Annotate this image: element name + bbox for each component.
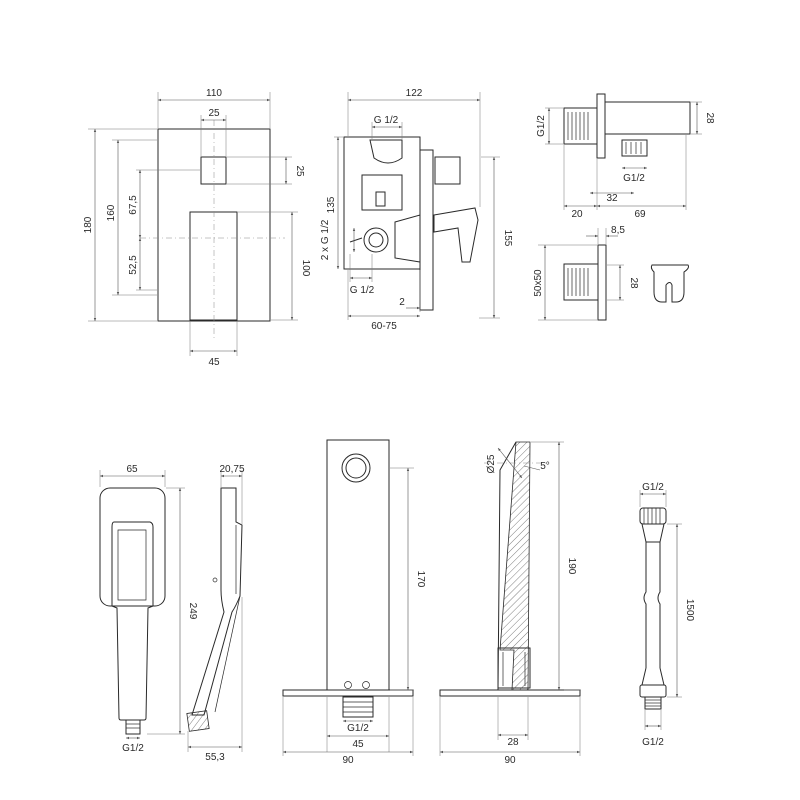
dim-90-spout-side: 90 (504, 755, 516, 766)
hand-shower-side-view: 20,75 55,3 (186, 464, 245, 763)
dim-180: 180 (83, 216, 94, 233)
dim-60-75: 60-75 (371, 321, 397, 332)
valve-side-view: 122 G 1/2 135 2 x G 1/2 155 G 1/2 2 60-7… (320, 88, 513, 332)
spout-front-view: 170 G1/2 45 90 (282, 439, 426, 766)
dim-67-5: 67,5 (128, 195, 139, 215)
g-half-outlet: G1/2 (536, 115, 547, 137)
g-half-nozzle: G1/2 (623, 173, 645, 184)
dim-32: 32 (606, 193, 618, 204)
hose-body (643, 542, 661, 668)
side-handle (433, 207, 479, 263)
dim-2: 2 (399, 297, 405, 308)
dim-25-top: 25 (208, 108, 220, 119)
dim-55-3: 55,3 (205, 752, 225, 763)
dim-190: 190 (566, 558, 577, 575)
dim-52-5: 52,5 (128, 255, 139, 275)
dim-122: 122 (406, 88, 423, 99)
g-half-hand: G1/2 (122, 743, 144, 754)
dim-28-spout: 28 (507, 737, 519, 748)
wall-outlet-view: G1/2 28 G1/2 20 32 69 (536, 93, 715, 220)
spout-side-body (499, 441, 531, 691)
g-half-hose-bottom: G1/2 (642, 737, 664, 748)
valve-box (343, 136, 421, 270)
dim-8-5: 8,5 (611, 225, 625, 236)
dim-45: 45 (208, 357, 220, 368)
dim-25-side: 25 (294, 165, 305, 177)
g-half-spout: G1/2 (347, 723, 369, 734)
mixer-handle (189, 211, 238, 321)
angle-5: 5° (540, 461, 550, 472)
dim-20: 20 (571, 209, 583, 220)
wall-plate (419, 149, 434, 311)
spout-side-view: Ø25 5° 190 28 90 (439, 441, 581, 766)
dim-110: 110 (206, 88, 222, 99)
dim-50x50: 50x50 (533, 269, 544, 297)
dim-65: 65 (126, 464, 138, 475)
holder-view: 8,5 50x50 28 (533, 225, 689, 321)
dim-160: 160 (106, 204, 117, 221)
valve-front-view: 110 25 25 180 160 67,5 52,5 100 (83, 88, 311, 368)
diverter-knob (200, 156, 227, 185)
dim-1500: 1500 (684, 599, 695, 622)
dim-20-75: 20,75 (219, 464, 244, 475)
dim-90-spout: 90 (342, 755, 354, 766)
shower-handle (111, 521, 154, 721)
dim-249: 249 (187, 603, 198, 620)
hand-shower-front-view: 65 249 G1/2 (99, 464, 198, 754)
g-half-bottom: G 1/2 (350, 285, 375, 296)
shower-head (99, 487, 166, 607)
dim-100: 100 (300, 260, 311, 277)
shower-hose-view: G1/2 1500 G1/2 (639, 482, 695, 748)
dim-69: 69 (634, 209, 646, 220)
dim-dia-25: Ø25 (486, 454, 497, 473)
dim-45-spout: 45 (352, 739, 364, 750)
g-half-top: G 1/2 (374, 115, 399, 126)
spout-wall-plate (282, 689, 414, 697)
side-knob (434, 156, 461, 185)
g-half-hose-top: G1/2 (642, 482, 664, 493)
dim-28-holder: 28 (628, 277, 639, 289)
dim-155: 155 (502, 230, 513, 247)
g-2x-half: 2 x G 1/2 (320, 219, 331, 260)
dim-170: 170 (415, 571, 426, 588)
dim-28-outlet: 28 (704, 112, 715, 124)
spout-side-plate (439, 689, 581, 697)
dim-135: 135 (326, 196, 337, 213)
